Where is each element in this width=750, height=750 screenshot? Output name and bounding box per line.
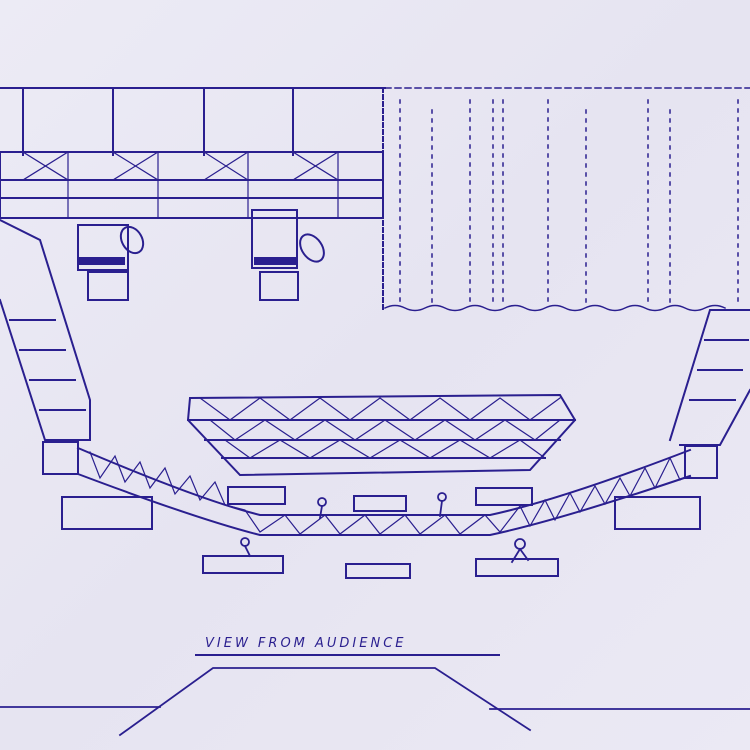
upper-lighting-grid: [0, 87, 750, 311]
performer-figures: [240, 492, 530, 564]
small-truss-segments: [61, 486, 701, 579]
stair-truss-left: [0, 218, 91, 475]
stage-apron-outline: [0, 667, 750, 737]
curved-front-truss: [76, 446, 692, 536]
center-hanging-truss: [186, 393, 577, 477]
caption-underline: [195, 654, 500, 656]
curtain-backdrop: [383, 99, 739, 312]
follow-spot-left: [77, 224, 145, 301]
drawing-caption: VIEW FROM AUDIENCE: [205, 636, 407, 651]
stair-truss-right: [668, 309, 750, 479]
follow-spot-right: [251, 209, 325, 301]
